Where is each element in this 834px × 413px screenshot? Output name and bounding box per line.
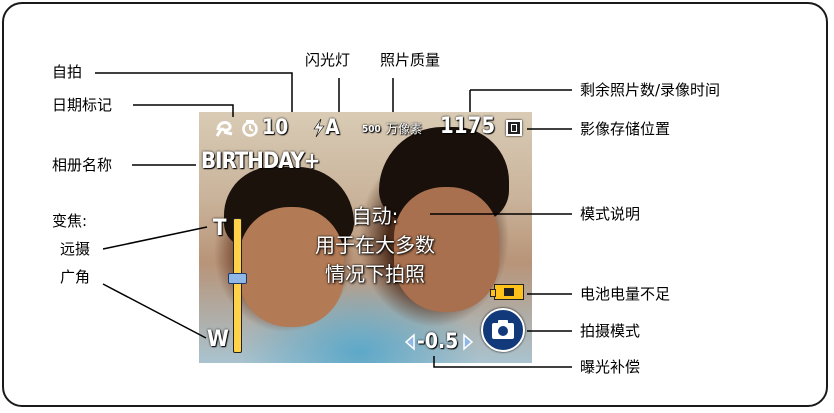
- quality-number: 500: [362, 124, 381, 135]
- flash-auto-icon: [313, 118, 325, 138]
- label-zoom-wide: 广角: [60, 268, 91, 286]
- label-exposure-comp: 曝光补偿: [580, 358, 641, 376]
- date-stamp-icon: [215, 121, 233, 137]
- right-arrow-icon: [463, 333, 474, 351]
- label-remaining: 剩余照片数/录像时间: [580, 81, 721, 99]
- leader-zoom-wide: [102, 283, 207, 339]
- quality-unit: 万像素: [386, 122, 423, 136]
- self-timer-value: 10: [262, 115, 289, 139]
- album-name: BIRTHDAY+: [201, 149, 320, 174]
- low-battery-icon: [490, 284, 524, 300]
- leader-date-stamp: [133, 104, 234, 117]
- leader-exposure-comp: [433, 356, 572, 368]
- zoom-position-indicator: [228, 273, 247, 284]
- child-left-face: [239, 207, 344, 327]
- label-flash: 闪光灯: [305, 51, 351, 69]
- label-date-stamp: 日期标记: [52, 96, 113, 114]
- label-mode-description: 模式说明: [580, 205, 641, 223]
- flash-value: A: [325, 115, 340, 139]
- label-capture-mode: 拍摄模式: [580, 322, 641, 340]
- zoom-tele-marker: T: [213, 216, 227, 241]
- zoom-track: [233, 218, 242, 353]
- label-album-name: 相册名称: [52, 156, 113, 174]
- left-arrow-icon: [404, 333, 415, 351]
- label-self-timer: 自拍: [52, 63, 83, 81]
- label-zoom: 变焦:: [52, 212, 88, 230]
- self-timer-icon: [242, 120, 258, 137]
- capture-mode-button: [481, 308, 525, 352]
- remaining-count: 1175: [440, 114, 496, 139]
- child-right-face: [394, 187, 499, 312]
- mode-line-2: 用于在大多数: [315, 233, 435, 257]
- label-picture-quality: 照片质量: [380, 51, 441, 69]
- leader-self-timer: [95, 72, 293, 112]
- label-zoom-tele: 远摄: [60, 240, 91, 258]
- mode-line-1: 自动:: [351, 204, 399, 228]
- zoom-wide-marker: W: [207, 327, 229, 352]
- label-low-battery: 电池电量不足: [580, 285, 671, 303]
- leader-zoom-tele: [102, 226, 208, 250]
- label-storage-location: 影像存储位置: [580, 120, 671, 138]
- camera-lcd-screen: [199, 112, 532, 363]
- memory-card-icon: [506, 120, 522, 136]
- mode-line-3: 情况下拍照: [325, 262, 425, 286]
- camera-mode-icon: [492, 320, 514, 339]
- exposure-value: -0.5: [417, 329, 459, 353]
